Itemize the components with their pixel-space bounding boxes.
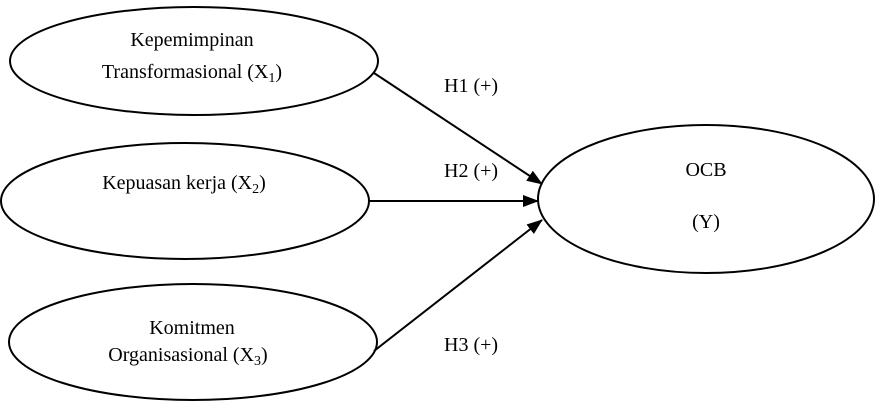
- x2-node: [0, 142, 370, 260]
- h2-label: H2 (+): [444, 160, 498, 182]
- x1-label-line2: Transformasional (X1): [102, 61, 282, 86]
- x3-node: [8, 283, 378, 401]
- x3-label-line1: Komitmen: [149, 317, 235, 339]
- x3-label-line2: Organisasional (X3): [108, 344, 267, 369]
- h1-label: H1 (+): [444, 75, 498, 97]
- y-node: [537, 124, 875, 274]
- y-label-line1: OCB: [685, 159, 726, 181]
- h3-arrow: [373, 219, 543, 352]
- x2-label: Kepuasan kerja (X2): [102, 172, 266, 197]
- x1-label-line1: Kepemimpinan: [130, 29, 253, 51]
- x1-node: [9, 6, 379, 116]
- h3-label: H3 (+): [444, 334, 498, 356]
- y-label-line2: (Y): [692, 211, 720, 233]
- h1-arrow: [373, 72, 543, 185]
